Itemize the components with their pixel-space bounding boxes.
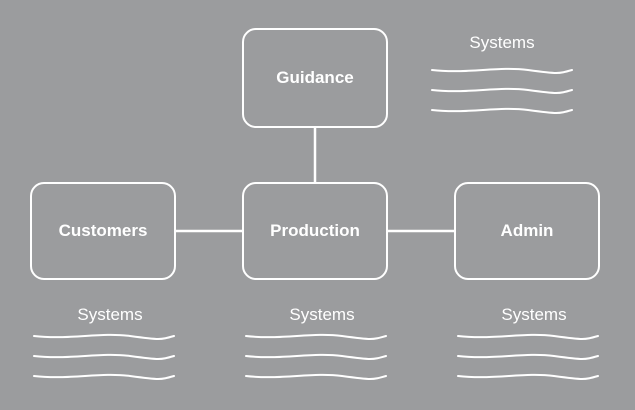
systems-label-top: Systems xyxy=(469,33,535,52)
wavy-line xyxy=(457,373,599,380)
node-guidance-label: Guidance xyxy=(276,68,354,87)
node-admin: Admin xyxy=(454,182,600,280)
systems-label-customers: Systems xyxy=(77,305,143,324)
placeholder-text-lines-top xyxy=(431,67,573,114)
wavy-line xyxy=(33,353,175,360)
wavy-line xyxy=(457,333,599,340)
wavy-line xyxy=(245,353,387,360)
wavy-line xyxy=(431,87,573,94)
node-admin-label: Admin xyxy=(500,221,554,240)
node-customers: Customers xyxy=(30,182,176,280)
node-production: Production xyxy=(242,182,388,280)
wavy-line xyxy=(457,353,599,360)
systems-label-admin: Systems xyxy=(501,305,567,324)
wavy-line xyxy=(431,67,573,74)
node-guidance: Guidance xyxy=(242,28,388,128)
wavy-line xyxy=(245,373,387,380)
systems-label-production: Systems xyxy=(289,305,355,324)
node-customers-label: Customers xyxy=(58,221,148,240)
placeholder-text-lines-admin xyxy=(457,333,599,380)
placeholder-text-lines-customers xyxy=(33,333,175,380)
wavy-line xyxy=(431,107,573,114)
placeholder-text-lines-production xyxy=(245,333,387,380)
wavy-line xyxy=(245,333,387,340)
node-production-label: Production xyxy=(270,221,360,240)
wavy-line xyxy=(33,333,175,340)
wavy-line xyxy=(33,373,175,380)
